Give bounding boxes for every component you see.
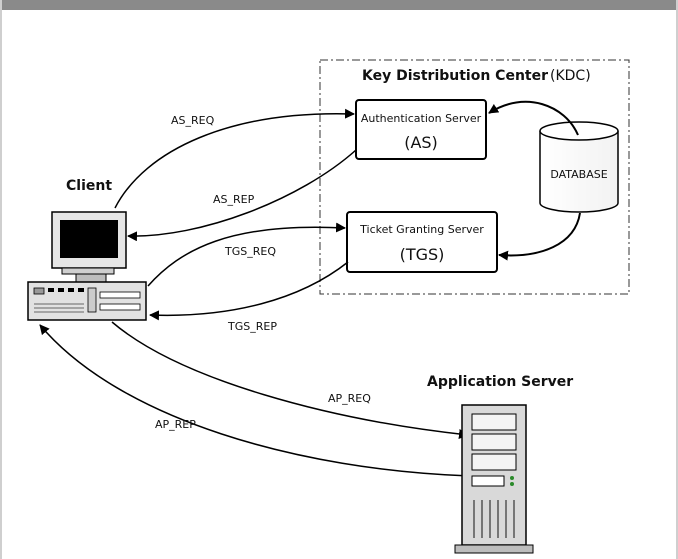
window-top-border [0, 0, 678, 10]
arrow-as-rep [127, 149, 357, 242]
ticket-granting-server-box [346, 211, 498, 273]
ticket-granting-server-name: Ticket Granting Server [359, 223, 484, 236]
as-rep-label: AS_REP [213, 193, 255, 206]
ticket-granting-server-abbr: (TGS) [400, 245, 445, 264]
application-server-icon [454, 404, 534, 554]
authentication-server-abbr: (AS) [404, 133, 438, 152]
kdc-title: Key Distribution Center [362, 68, 548, 84]
client-label: Client [66, 178, 112, 194]
ap-req-label: AP_REQ [328, 392, 371, 405]
arrow-db-to-tgs [498, 212, 581, 261]
arrow-tgs-rep [149, 261, 349, 321]
arrow-ap-req [111, 321, 469, 439]
ap-rep-label: AP_REP [155, 418, 196, 431]
window-right-border [676, 0, 678, 559]
authentication-server-name: Authentication Server [361, 112, 482, 125]
authentication-server-box [355, 99, 487, 160]
database-label: DATABASE [550, 168, 607, 181]
tgs-req-label: TGS_REQ [224, 245, 276, 258]
arrow-as-req [114, 108, 355, 209]
application-server-label: Application Server [427, 374, 573, 390]
window-left-border [0, 0, 2, 559]
arrow-ap-rep [39, 324, 471, 477]
database-cylinder [539, 121, 619, 213]
as-req-label: AS_REQ [171, 114, 215, 127]
tgs-rep-label: TGS_REP [227, 320, 277, 333]
arrow-tgs-req [147, 222, 346, 287]
client-computer-icon [27, 211, 147, 321]
arrow-db-to-as [488, 100, 579, 136]
kdc-abbr: (KDC) [550, 68, 591, 84]
